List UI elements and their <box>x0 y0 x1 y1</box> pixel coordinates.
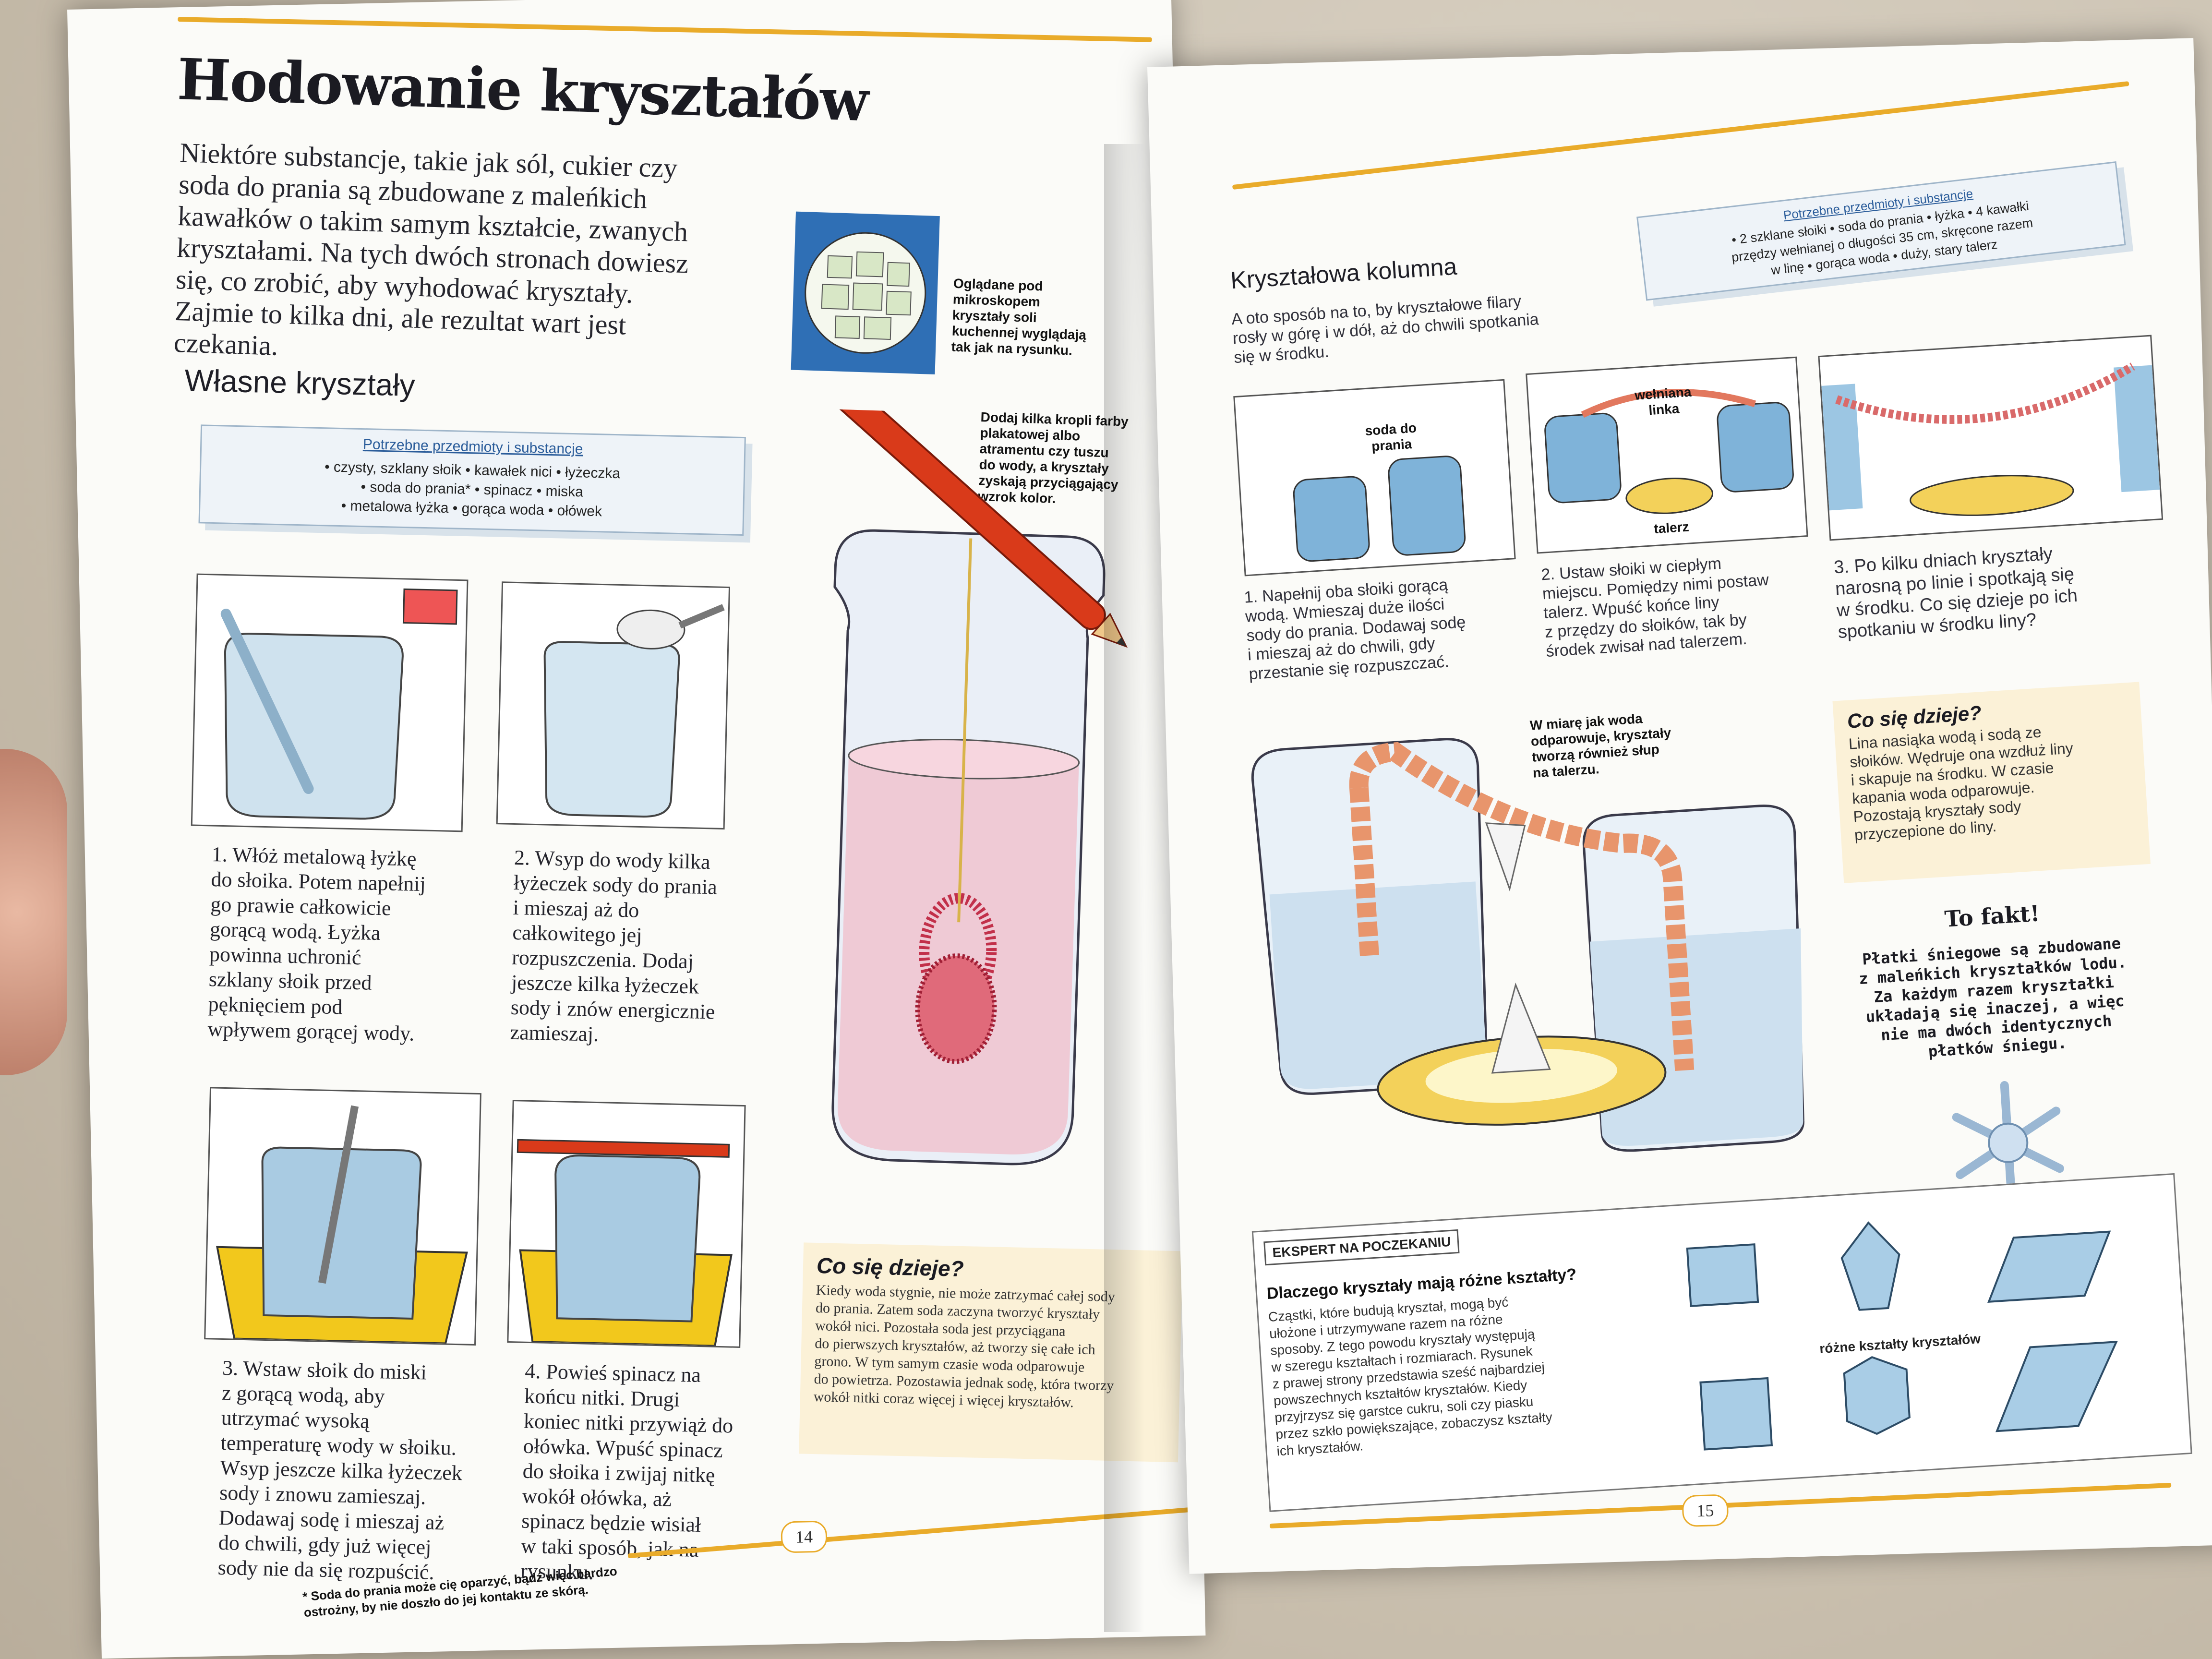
microscope-illustration <box>791 211 940 374</box>
needed-items-list: • czysty, szklany słoik • kawałek nici •… <box>324 459 621 520</box>
needed-items-box: Potrzebne przedmioty i substancje • czys… <box>198 424 746 536</box>
step-1-text: 1. Włóż metalową łyżkę do słoika. Potem … <box>207 842 426 1046</box>
section-title-right: Kryształowa kolumna <box>1229 252 1458 294</box>
section-title: Własne kryształy <box>184 363 416 403</box>
left-page: Hodowanie kryształów Niektóre substancje… <box>67 0 1206 1659</box>
what-happens-text-right: Lina nasiąka wodą i sodą ze słoików. Węd… <box>1848 723 2074 844</box>
step-4-panel <box>507 1100 746 1348</box>
intro-text-right: A oto sposób na to, by kryształowe filar… <box>1231 292 1539 367</box>
fact-title: To fakt! <box>1944 900 2041 932</box>
column-caption: W miarę jak woda odparowuje, kryształy t… <box>1529 711 1672 781</box>
step-3-panel <box>204 1087 481 1346</box>
intro-text: Niektóre substancje, takie jak sól, cuki… <box>173 137 689 361</box>
expert-box: EKSPERT NA POCZEKANIU Dlaczego kryształy… <box>1251 1173 2192 1512</box>
microscope-caption: Oglądane pod mikroskopem kryształy soli … <box>951 276 1087 358</box>
page-number-right: 15 <box>1682 1494 1729 1527</box>
crystal-shapes-illustration <box>1686 1221 2118 1451</box>
page-number-left: 14 <box>781 1520 828 1553</box>
step-1-panel <box>191 573 469 832</box>
column-step-1-panel: soda do prania <box>1233 379 1516 577</box>
column-step-3-panel <box>1818 335 2164 541</box>
step-2-panel <box>496 581 731 830</box>
needed-items-box-right: Potrzebne przedmioty i substancje • 2 sz… <box>1636 161 2126 301</box>
step-2-text: 2. Wsyp do wody kilka łyżeczek sody do p… <box>510 845 718 1046</box>
large-jar-illustration <box>758 369 1166 1197</box>
top-rule-right <box>1232 81 2129 190</box>
what-happens-title-left: Co się dzieje? <box>816 1253 964 1282</box>
top-rule <box>178 17 1152 42</box>
thumb <box>0 749 67 1075</box>
label-wool: wełniana linka <box>1634 384 1692 418</box>
what-happens-box-right: Co się dzieje? Lina nasiąka wodą i sodą … <box>1832 682 2151 883</box>
column-step-2-text: 2. Ustaw słoiki w ciepłym miejscu. Pomię… <box>1540 554 1769 661</box>
crystal-column-illustration <box>1230 686 1857 1179</box>
label-plate: talerz <box>1653 519 1690 537</box>
right-page: Potrzebne przedmioty i substancje • 2 sz… <box>1147 38 2212 1574</box>
page-title: Hodowanie kryształów <box>176 46 869 134</box>
expert-header: EKSPERT NA POCZEKANIU <box>1263 1229 1460 1266</box>
column-step-2-panel: wełniana linka talerz <box>1526 356 1808 554</box>
column-step-3-text: 3. Po kilku dniach kryształy narosną po … <box>1833 543 2079 643</box>
step-3-text: 3. Wstaw słoik do miski z gorącą wodą, a… <box>217 1356 463 1584</box>
fact-text: Płatki śniegowe są zbudowane z maleńkich… <box>1858 934 2128 1061</box>
label-soda: soda do prania <box>1364 420 1417 454</box>
snowflake-icon <box>1937 1071 2080 1214</box>
column-step-1-text: 1. Napełnij oba słoiki gorącą wodą. Wmie… <box>1243 576 1467 684</box>
expert-text: Cząstki, które budują kryształ, mogą być… <box>1268 1294 1553 1459</box>
